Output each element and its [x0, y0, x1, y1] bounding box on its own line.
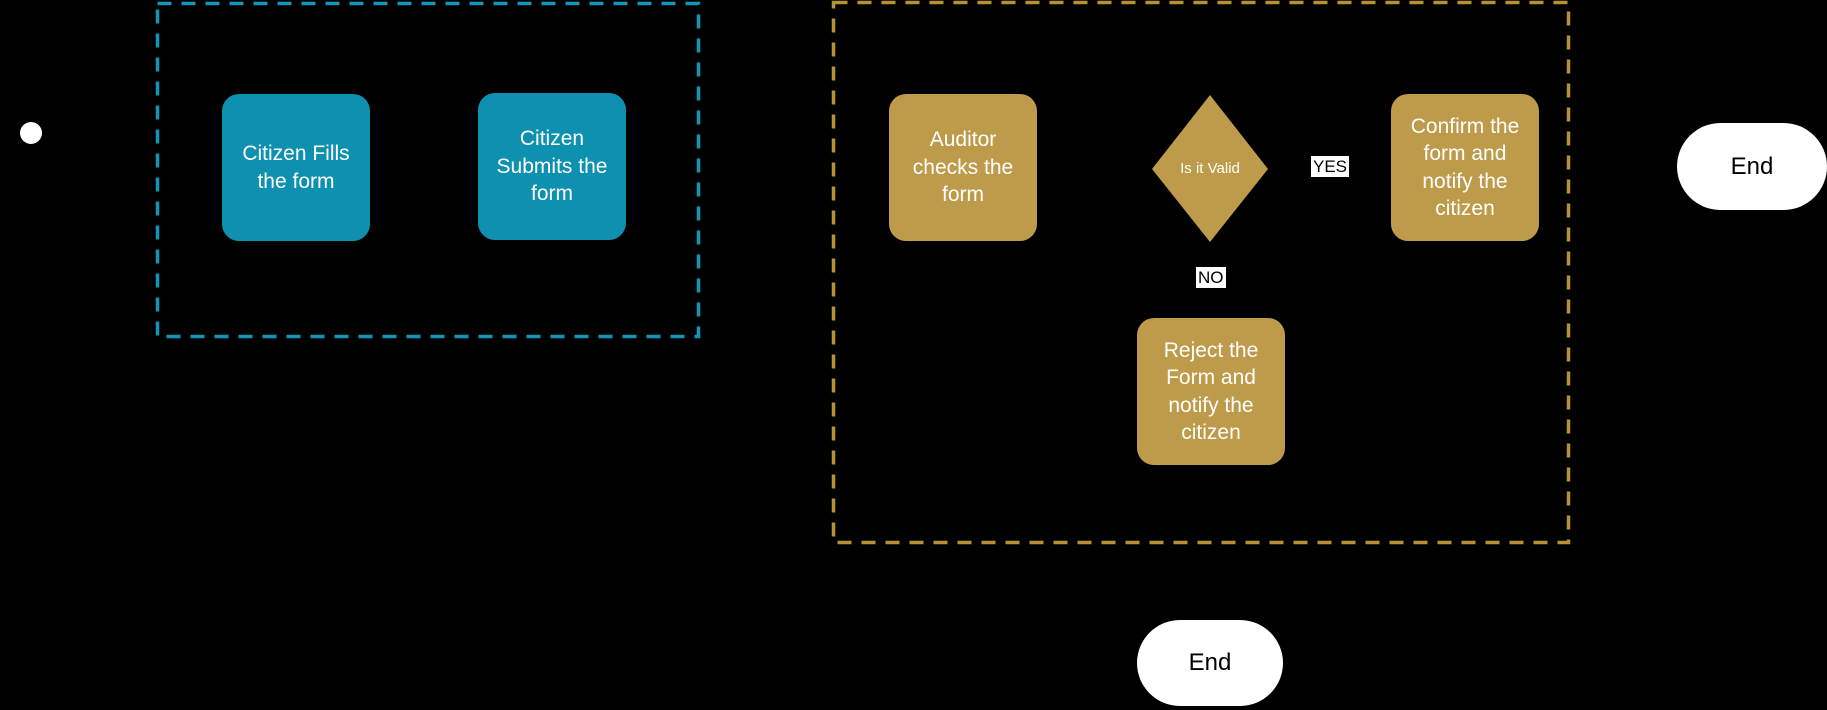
edge-label-yes: YES: [1311, 156, 1350, 177]
auditor-lane-border-rect: [831, 0, 1571, 545]
auditor-lane-boundary: [831, 0, 1571, 545]
task-confirm-and-notify: Confirm the form and notify the citizen: [1391, 94, 1539, 241]
task-citizen-submits-form: Citizen Submits the form: [478, 93, 626, 240]
start-event-circle: [20, 122, 42, 144]
decision-is-it-valid-label: Is it Valid: [1180, 159, 1240, 177]
task-reject-and-notify: Reject the Form and notify the citizen: [1137, 318, 1285, 465]
citizen-lane-boundary: [155, 1, 701, 339]
edge-label-no: NO: [1196, 267, 1226, 288]
task-citizen-fills-form: Citizen Fills the form: [222, 94, 370, 241]
end-event-right: End: [1677, 123, 1827, 210]
decision-diamond-shape: [1152, 95, 1268, 242]
end-event-bottom: End: [1137, 620, 1283, 706]
decision-diamond-polygon: [1152, 95, 1268, 242]
citizen-lane-border-rect: [155, 1, 701, 339]
task-auditor-checks-form: Auditor checks the form: [889, 94, 1037, 241]
